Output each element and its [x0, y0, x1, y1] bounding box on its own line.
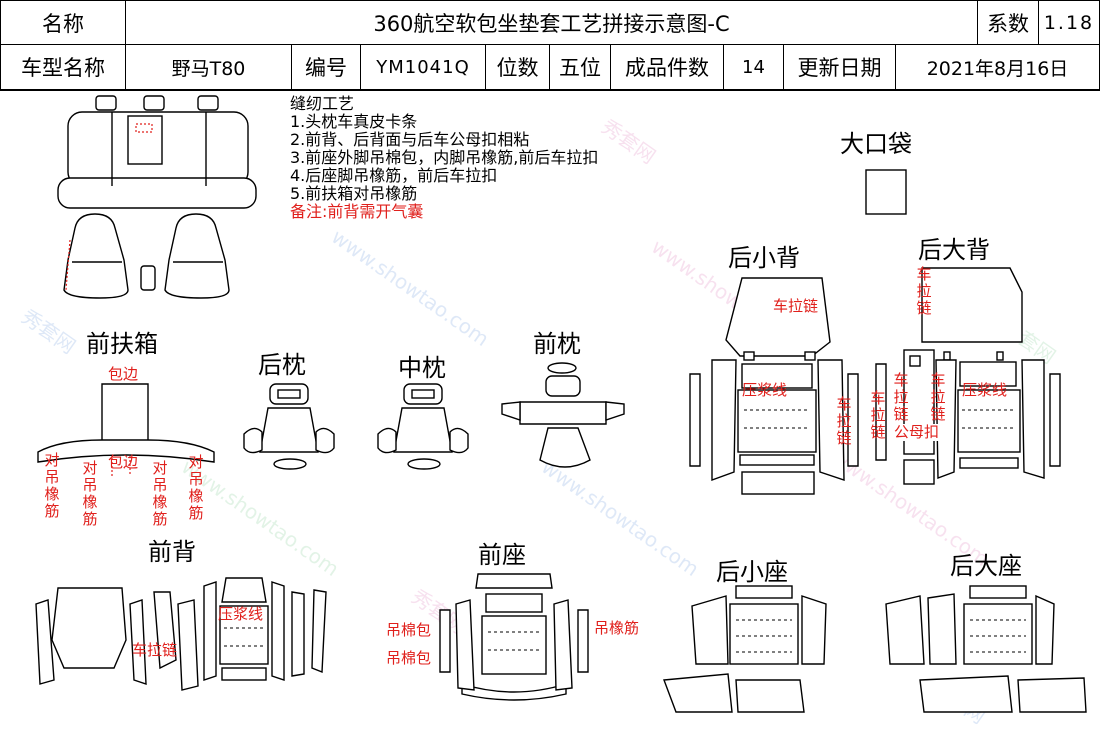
mid-headrest-pieces [377, 383, 469, 470]
label-front-back: 前背 [148, 538, 196, 566]
sewing-notes: 缝纫工艺 1.头枕车真皮卡条 2.前背、后背面与后车公母扣相粘 3.前座外脚吊棉… [290, 95, 598, 221]
drawing-sheet [0, 90, 1100, 735]
label-big-pocket: 大口袋 [840, 130, 912, 158]
annotation-diao-xiang-jin: 吊橡筋 [594, 619, 640, 637]
annotation-ya-jiang-xian: 压浆线 [742, 381, 788, 399]
label-rear-big-back: 后大背 [918, 236, 990, 264]
label-rear-small-seat: 后小座 [716, 558, 788, 586]
rear-small-back-pieces [689, 277, 859, 495]
annotation-dui-diao-xiang-jin: 对吊橡筋 [82, 459, 98, 528]
annotation-bao-bian: 包边 [108, 365, 139, 383]
notes-item: 1.头枕车真皮卡条 [290, 112, 418, 131]
label-rear-headrest: 后枕 [258, 351, 306, 379]
rear-big-back-pieces [875, 267, 1061, 485]
notes-item: 4.后座脚吊橡筋，前后车拉扣 [290, 166, 498, 185]
annotation-che-la-lian: 车拉链 [773, 297, 819, 315]
front-back-pieces [35, 577, 327, 691]
notes-item: 5.前扶箱对吊橡筋 [290, 184, 418, 203]
annotation-gong-mu-kou: 公母扣 [894, 423, 940, 441]
label-front-headrest: 前枕 [533, 330, 581, 358]
front-seats-overview [63, 213, 230, 299]
annotation-che-la-lian: 车拉链 [916, 265, 932, 317]
rear-big-seat-pieces [885, 585, 1087, 713]
annotation-che-la-lian: 车拉链 [836, 395, 852, 447]
rear-bench-overview [57, 95, 257, 209]
annotation-diao-mian-bao: 吊棉包 [386, 649, 432, 667]
notes-title: 缝纫工艺 [290, 94, 355, 113]
notes-remark: 备注:前背需开气囊 [290, 202, 424, 221]
annotation-che-la-lian: 车拉链 [870, 389, 886, 441]
label-mid-headrest: 中枕 [398, 354, 446, 382]
label-rear-small-back: 后小背 [728, 244, 800, 272]
notes-item: 3.前座外脚吊棉包，内脚吊橡筋,前后车拉扣 [290, 148, 599, 167]
front-seat-pieces [439, 573, 589, 701]
annotation-dui-diao-xiang-jin: 对吊橡筋 [44, 451, 60, 520]
pieces-label: 成品件数 [610, 44, 724, 90]
annotation-che-la-lian: 车拉链 [930, 371, 946, 423]
date-label: 更新日期 [783, 44, 896, 90]
notes-item: 2.前背、后背面与后车公母扣相粘 [290, 130, 530, 149]
front-headrest-pieces [501, 362, 625, 468]
annotation-dui-diao-xiang-jin: 对吊橡筋 [188, 453, 204, 522]
rear-small-seat-pieces [663, 585, 827, 713]
rear-headrest-pieces [243, 383, 335, 470]
annotation-ya-jiang-xian: 压浆线 [218, 605, 264, 623]
annotation-diao-mian-bao: 吊棉包 [386, 621, 432, 639]
big-pocket-piece [865, 169, 907, 215]
document-title: 360航空软包坐垫套工艺拼接示意图-C [125, 0, 978, 45]
header-table: 名称 360航空软包坐垫套工艺拼接示意图-C 系数 1.18 车型名称 野马T8… [0, 0, 1100, 90]
label-front-armrest: 前扶箱 [86, 330, 158, 358]
annotation-bao-bian: 包边 [108, 453, 139, 471]
annotation-che-la-lian: 车拉链 [893, 371, 909, 423]
label-front-seat: 前座 [478, 541, 526, 569]
annotation-dui-diao-xiang-jin: 对吊橡筋 [152, 459, 168, 528]
label-rear-big-seat: 后大座 [950, 552, 1022, 580]
annotation-ya-jiang-xian: 压浆线 [962, 381, 1008, 399]
front-armrest-pieces [37, 383, 215, 476]
annotation-che-la-lian: 车拉链 [132, 641, 178, 659]
